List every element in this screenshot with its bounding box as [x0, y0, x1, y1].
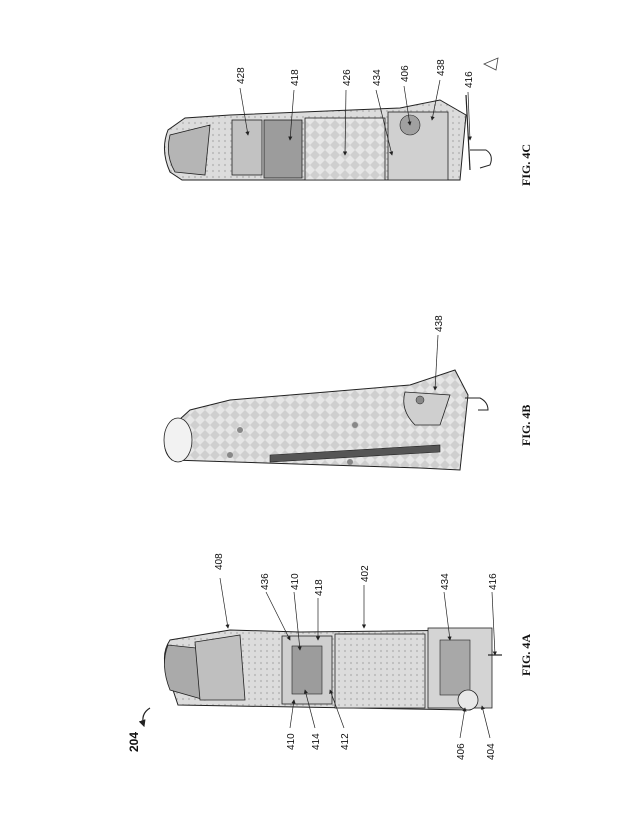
- figure-4a: 408 436 410 418 402 434 416 410 414 412 …: [164, 553, 533, 760]
- caption-fig-4b: FIG. 4B: [519, 405, 533, 446]
- label-428: 428: [236, 67, 247, 84]
- label-410-bottom: 410: [286, 733, 297, 750]
- finger-body-4b: [163, 369, 489, 471]
- caption-fig-4c: FIG. 4C: [519, 144, 533, 186]
- leader-lines-4c: [239, 79, 472, 156]
- label-402: 402: [360, 565, 371, 582]
- finger-body-4c: [164, 94, 492, 181]
- label-406: 406: [456, 743, 467, 760]
- figure-4c: 428 418 426 434 406 438 416 FIG. 4C: [164, 57, 533, 186]
- label-416: 416: [488, 573, 499, 590]
- label-412: 412: [340, 733, 351, 750]
- sheet-reference: 204: [127, 707, 151, 752]
- label-416-4c: 416: [464, 71, 475, 88]
- label-434-4c: 434: [372, 69, 383, 86]
- figure-4b: 438 FIG. 4B: [163, 315, 533, 471]
- label-406-4c: 406: [400, 65, 411, 82]
- label-414: 414: [311, 733, 322, 750]
- label-438-4b: 438: [434, 315, 445, 332]
- label-410-top: 410: [290, 573, 301, 590]
- label-434: 434: [440, 573, 451, 590]
- sheet-ref-204: 204: [127, 732, 141, 752]
- label-408: 408: [214, 553, 225, 570]
- finger-body-4a: [164, 627, 502, 711]
- label-418-4c: 418: [290, 69, 301, 86]
- label-418: 418: [314, 579, 325, 596]
- leader-lines-4a: [219, 577, 497, 739]
- corner-arrow-mark: [483, 57, 499, 71]
- label-426: 426: [342, 69, 353, 86]
- label-404: 404: [486, 743, 497, 760]
- label-436: 436: [260, 573, 271, 590]
- leader-438-4b: [433, 334, 439, 391]
- caption-fig-4a: FIG. 4A: [519, 634, 533, 676]
- label-438-4c: 438: [436, 59, 447, 76]
